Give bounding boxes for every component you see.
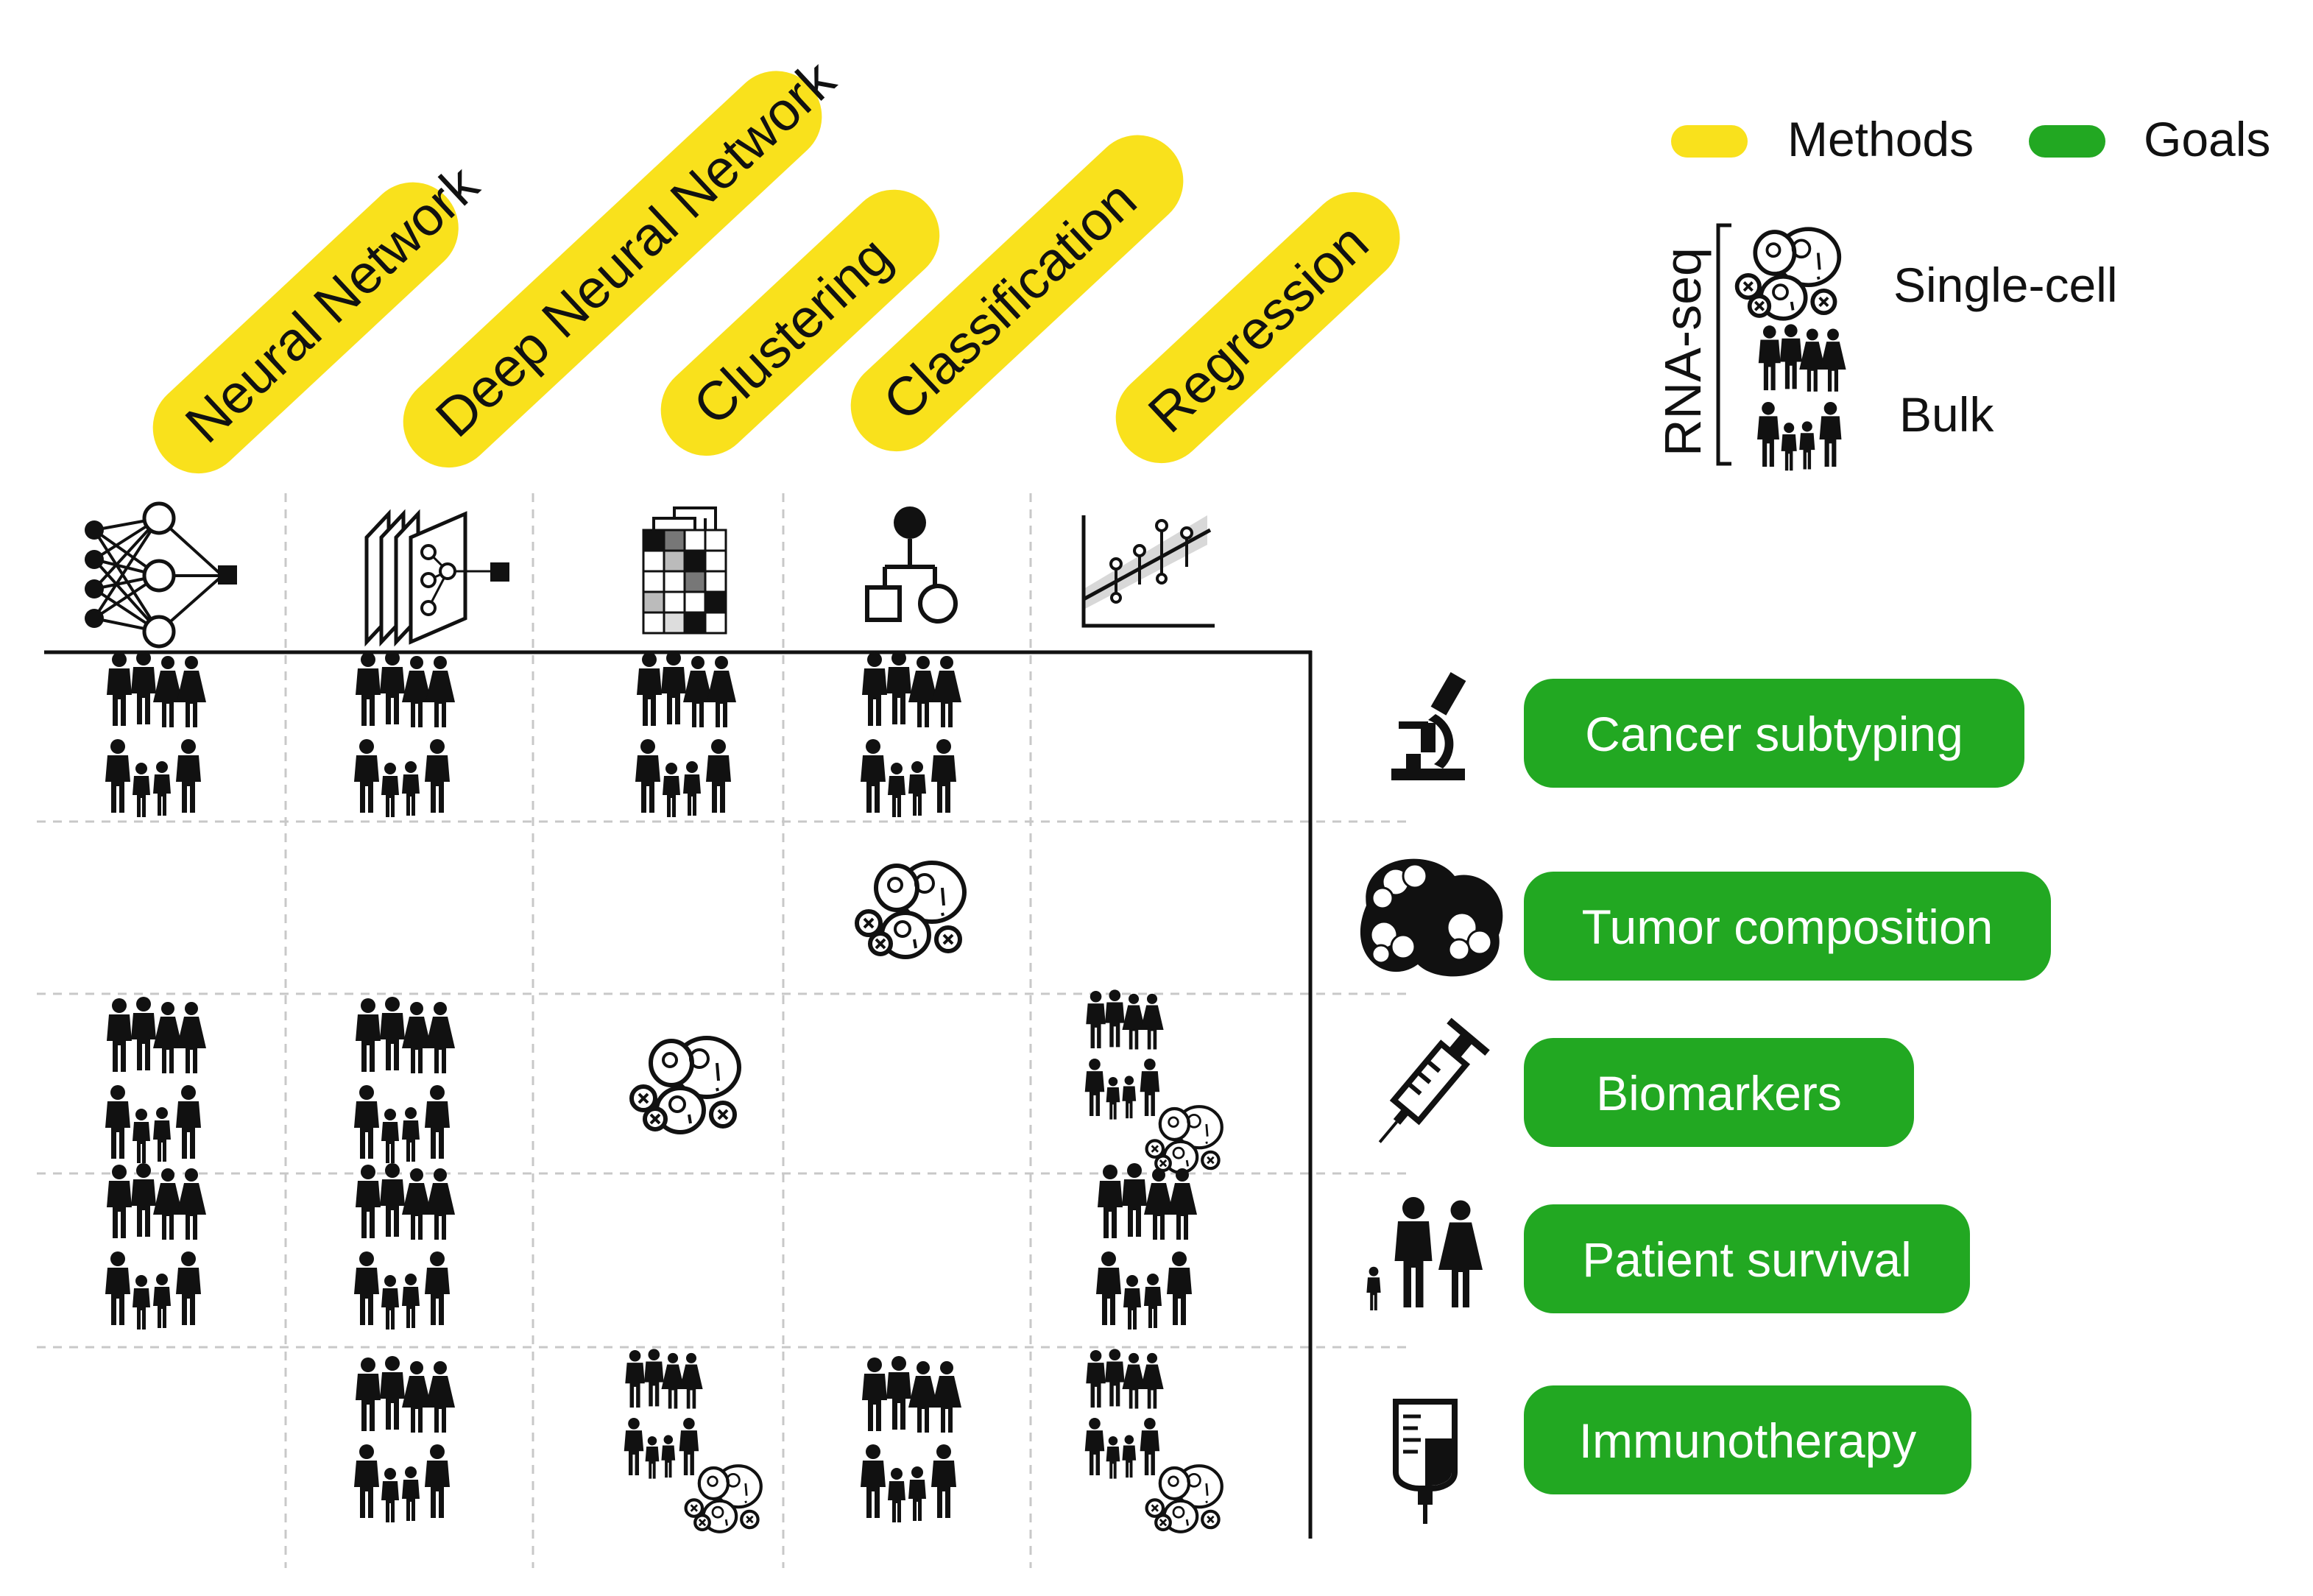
method-pill-label: Regression — [1137, 211, 1380, 444]
regression-plot-icon — [1081, 515, 1215, 628]
heatmap-cell — [683, 570, 707, 593]
method-pill-shape — [660, 189, 940, 456]
method-pill-shape — [403, 71, 822, 468]
goal-pill-label: Cancer subtyping — [1585, 707, 1963, 761]
matrix-cell-bulk — [105, 997, 206, 1163]
method-icons — [85, 501, 1215, 649]
bulk-legend-label: Bulk — [1899, 387, 1994, 442]
goals-swatch — [2029, 125, 2105, 158]
microscope-icon — [1391, 671, 1466, 780]
syringe-icon — [1378, 1017, 1490, 1143]
heatmap-cell — [704, 611, 727, 635]
goal-pill-label: Biomarkers — [1596, 1066, 1842, 1120]
matrix-cell-bulk — [354, 1356, 455, 1522]
matrix-cell-single-cell — [632, 1038, 739, 1132]
patients-icon — [1366, 1197, 1483, 1310]
matrix-cell-bulk — [635, 651, 736, 817]
matrix-cell-bulk-and-single-cell — [1085, 1349, 1222, 1531]
goal-pill-label: Tumor composition — [1582, 900, 1994, 954]
matrix-cell-bulk-and-single-cell — [624, 1349, 761, 1531]
goal-pill-shape — [1524, 1385, 1971, 1494]
heatmap-cell — [642, 570, 665, 593]
legend: Methods Goals RNA-seq Single-cell Bulk — [1654, 112, 2270, 470]
method-goal-matrix — [105, 651, 1222, 1532]
matrix-cell-bulk — [354, 1163, 455, 1330]
single-cell-legend-icon — [1737, 229, 1840, 319]
goal-pill-shape — [1524, 679, 2024, 788]
clustering-heatmap-icon — [642, 506, 727, 635]
classification-tree-icon — [865, 506, 958, 624]
method-pill-shape — [152, 182, 459, 474]
heatmap-cell — [663, 529, 686, 552]
method-pill: Deep Neural Network — [403, 48, 847, 468]
matrix-cell-bulk — [861, 1356, 961, 1522]
matrix-cell-single-cell — [857, 863, 964, 957]
heatmap-cell — [663, 570, 686, 593]
matrix-grid — [37, 493, 1413, 1568]
single-cell-legend-label: Single-cell — [1893, 258, 2117, 312]
goal-pill: Immunotherapy — [1524, 1385, 1971, 1494]
heatmap-cell — [704, 590, 727, 614]
goal-pill-label: Immunotherapy — [1579, 1413, 1917, 1468]
heatmap-cell — [642, 611, 665, 635]
heatmap-cell — [642, 549, 665, 573]
tumor-cells-icon — [1360, 858, 1503, 977]
heatmap-cell — [683, 549, 707, 573]
rnaseq-bracket — [1716, 223, 1731, 466]
heatmap-cell — [704, 549, 727, 573]
method-pill-shape — [1115, 191, 1400, 464]
bulk-legend-icon — [1757, 324, 1846, 470]
methods-swatch — [1671, 125, 1748, 158]
rnaseq-label: RNA-seq — [1654, 247, 1712, 456]
goal-pill: Cancer subtyping — [1524, 679, 2024, 788]
goal-pill: Biomarkers — [1524, 1038, 1914, 1147]
matrix-cell-bulk — [354, 651, 455, 817]
goal-pill-label: Patient survival — [1582, 1232, 1912, 1287]
goal-pill-shape — [1524, 872, 2051, 981]
methods-legend-label: Methods — [1787, 112, 1974, 166]
matrix-cell-bulk — [861, 651, 961, 817]
matrix-cell-bulk-and-single-cell — [1085, 989, 1222, 1172]
method-pill-shape — [850, 135, 1184, 452]
heatmap-cell — [663, 611, 686, 635]
matrix-cell-bulk — [354, 997, 455, 1163]
goal-pill-shape — [1524, 1038, 1914, 1147]
goals-legend-label: Goals — [2144, 112, 2270, 166]
deep-neural-network-icon — [364, 509, 509, 647]
dendrogram — [652, 506, 717, 530]
neural-network-icon — [85, 501, 237, 649]
heatmap-cell — [642, 590, 665, 614]
heatmap-cell — [683, 611, 707, 635]
goal-pill-shape — [1524, 1204, 1970, 1313]
goal-pill: Tumor composition — [1524, 872, 2051, 981]
heatmap-cell — [704, 529, 727, 552]
matrix-cell-bulk — [105, 651, 206, 817]
heatmap-cell — [642, 529, 665, 552]
heatmap-cell — [683, 529, 707, 552]
matrix-cell-bulk — [1096, 1163, 1197, 1330]
heatmap-cell — [663, 549, 686, 573]
goal-icons — [1360, 671, 1503, 1524]
matrix-cell-bulk — [105, 1163, 206, 1330]
heatmap-cell — [663, 590, 686, 614]
iv-bag-icon — [1393, 1399, 1458, 1524]
heatmap-cell — [704, 570, 727, 593]
heatmap-cell — [683, 590, 707, 614]
goal-pill: Patient survival — [1524, 1204, 1970, 1313]
